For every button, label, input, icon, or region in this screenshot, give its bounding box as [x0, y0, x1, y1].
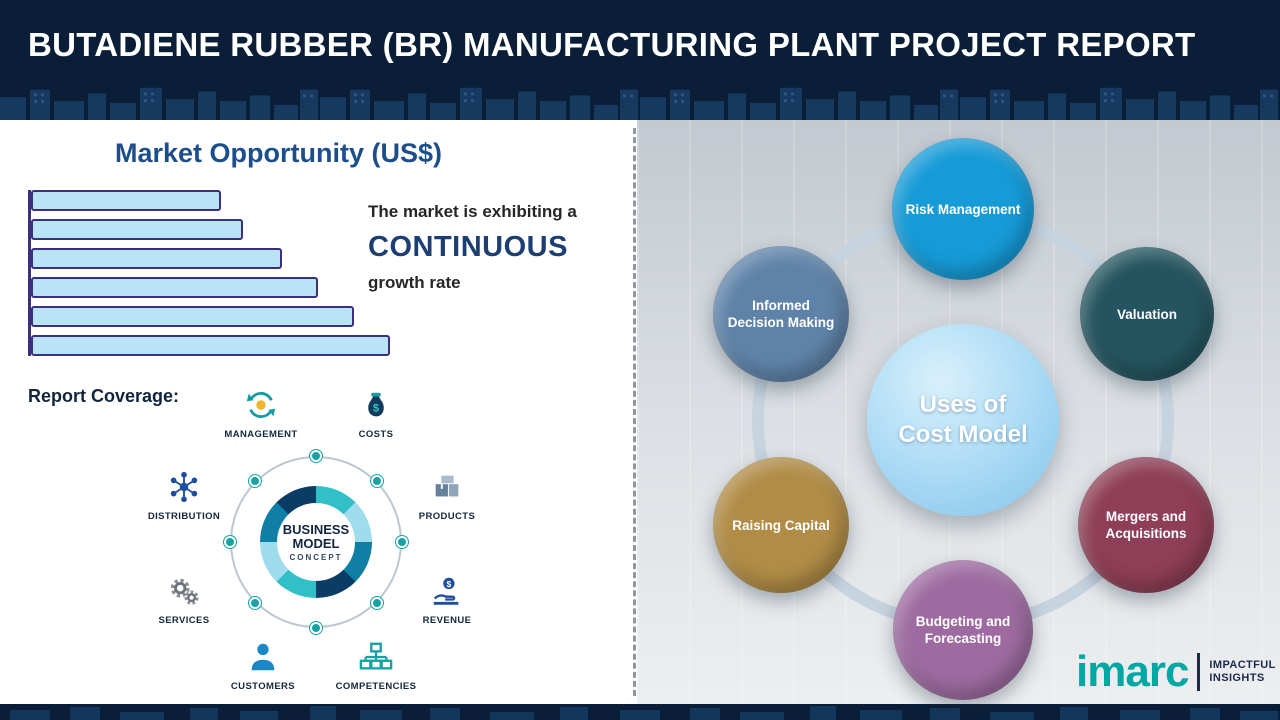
bm-item-costs: $ COSTS: [326, 388, 426, 440]
bm-label: DISTRIBUTION: [147, 511, 221, 522]
org-chart-icon: [359, 642, 393, 678]
city-skyline-graphic-bottom: [10, 706, 1278, 720]
bm-item-distribution: DISTRIBUTION: [134, 470, 234, 522]
person-icon: [246, 643, 280, 678]
bm-label: MANAGEMENT: [224, 429, 298, 440]
logo-tagline-line2: INSIGHTS: [1209, 672, 1265, 684]
ring-node: [310, 622, 322, 634]
cost-model-bubble: Mergers and Acquisitions: [1078, 457, 1214, 593]
cost-model-bubble: Informed Decision Making: [713, 246, 849, 382]
bm-label: COMPETENCIES: [335, 681, 417, 692]
ring-node: [224, 536, 236, 548]
market-bar: [31, 190, 221, 211]
market-bar: [31, 306, 354, 327]
ring-node: [249, 597, 261, 609]
bubble-label: Valuation: [1116, 306, 1177, 322]
header: BUTADIENE RUBBER (BR) MANUFACTURING PLAN…: [0, 0, 1280, 120]
market-bar: [31, 277, 318, 298]
business-model-ring: BUSINESS MODEL CONCEPT: [260, 486, 372, 598]
bm-label: COSTS: [358, 429, 394, 440]
cost-center-line1: Uses of: [919, 391, 1007, 418]
svg-text:$: $: [373, 403, 380, 415]
cost-model-bubble: Risk Management: [892, 138, 1034, 280]
report-coverage-label: Report Coverage:: [28, 386, 180, 406]
logo-divider: [1197, 653, 1201, 691]
bm-item-revenue: $ REVENUE: [397, 574, 497, 626]
money-bag-icon: $: [359, 392, 393, 426]
bubble-label: Mergers and Acquisitions: [1105, 509, 1187, 541]
bubble-label: Risk Management: [905, 201, 1021, 217]
market-bar: [31, 219, 243, 240]
bm-label: SERVICES: [158, 615, 210, 626]
growth-line-1: The market is exhibiting a: [368, 202, 577, 221]
cost-model-bubble: Raising Capital: [713, 457, 849, 593]
page-title: BUTADIENE RUBBER (BR) MANUFACTURING PLAN…: [28, 26, 1196, 63]
growth-line-3: growth rate: [368, 273, 461, 292]
bm-center-line1: BUSINESS: [282, 521, 350, 537]
gears-icon: [167, 578, 201, 612]
network-icon: [167, 471, 201, 508]
imarc-wordmark: imarc: [1076, 647, 1189, 696]
growth-statement: The market is exhibiting a CONTINUOUS gr…: [368, 202, 640, 293]
cost-model-center: Uses of Cost Model: [867, 324, 1059, 516]
imarc-logo: imarc IMPACTFUL INSIGHTS: [1076, 650, 1276, 694]
bm-item-management: MANAGEMENT: [211, 388, 311, 440]
boxes-icon: [430, 475, 464, 508]
market-bar: [31, 335, 390, 356]
bm-center-line2: MODEL: [292, 535, 340, 551]
market-opportunity-heading: Market Opportunity (US$): [115, 138, 443, 168]
ring-node: [310, 450, 322, 462]
city-skyline-graphic: [0, 87, 1278, 120]
bm-center-line3: CONCEPT: [289, 552, 343, 562]
market-bar-chart: [28, 190, 390, 356]
bubble-label: Budgeting and Forecasting: [915, 614, 1011, 646]
cost-center-line2: Cost Model: [898, 421, 1028, 448]
cost-model-bubble: Valuation: [1080, 247, 1214, 381]
hand-coin-icon: $: [430, 577, 464, 612]
bm-item-products: PRODUCTS: [397, 470, 497, 522]
bottom-skyline-bar: [0, 704, 1280, 720]
logo-tagline: IMPACTFUL INSIGHTS: [1209, 659, 1275, 685]
business-model-diagram: BUSINESS MODEL CONCEPT: [224, 450, 408, 634]
svg-text:$: $: [447, 579, 452, 589]
ring-node: [396, 536, 408, 548]
bm-item-services: SERVICES: [134, 574, 234, 626]
ring-node: [249, 475, 261, 487]
recycle-idea-icon: [244, 391, 278, 426]
bm-item-competencies: COMPETENCIES: [326, 640, 426, 692]
business-model-center: BUSINESS MODEL CONCEPT: [277, 503, 355, 581]
ring-node: [371, 597, 383, 609]
bm-label: REVENUE: [422, 615, 472, 626]
ring-node: [371, 475, 383, 487]
logo-tagline-line1: IMPACTFUL: [1209, 659, 1276, 671]
bubble-label: Informed Decision Making: [727, 298, 835, 330]
bm-item-customers: CUSTOMERS: [213, 640, 313, 692]
market-bar: [31, 248, 282, 269]
divider: [633, 128, 636, 696]
bm-label: PRODUCTS: [418, 511, 476, 522]
growth-line-2: CONTINUOUS: [368, 231, 568, 263]
bubble-label: Raising Capital: [732, 517, 830, 533]
bm-label: CUSTOMERS: [230, 681, 296, 692]
cost-model-bubble: Budgeting and Forecasting: [893, 560, 1033, 700]
